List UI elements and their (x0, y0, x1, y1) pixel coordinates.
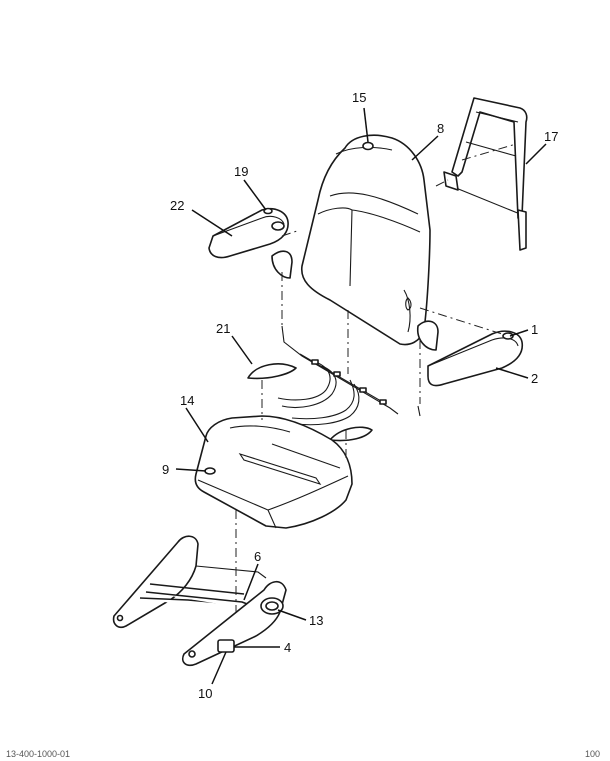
back-frame (443, 97, 528, 251)
callout-19: 19 (234, 164, 248, 179)
head-plug (362, 141, 374, 151)
callout-17: 17 (544, 129, 558, 144)
seat-back (301, 134, 431, 346)
callout-22: 22 (170, 198, 184, 213)
callout-labels: 1 2 4 6 8 9 10 13 14 15 17 19 21 22 (162, 90, 558, 701)
right-cushion-cover (329, 426, 373, 442)
callout-10: 10 (198, 686, 212, 701)
leader-lines (175, 107, 547, 685)
wire-harness (277, 325, 421, 426)
seat-frame (112, 535, 287, 667)
seat-cushion (194, 415, 353, 529)
callout-21: 21 (216, 321, 230, 336)
left-armrest (208, 207, 289, 259)
left-back-cover (271, 250, 293, 279)
footer-page: 100 (585, 749, 600, 759)
callout-1: 1 (531, 322, 538, 337)
callout-13: 13 (309, 613, 323, 628)
right-back-cover (416, 320, 439, 351)
assembly-guides (235, 143, 517, 612)
left-cushion-cover (247, 363, 297, 380)
callout-8: 8 (437, 121, 444, 136)
callout-4: 4 (284, 640, 291, 655)
right-armrest (427, 330, 524, 387)
footer-code: 13-400-1000-01 (6, 749, 70, 759)
callout-14: 14 (180, 393, 194, 408)
callout-15: 15 (352, 90, 366, 105)
callout-6: 6 (254, 549, 261, 564)
callout-2: 2 (531, 371, 538, 386)
callout-9: 9 (162, 462, 169, 477)
